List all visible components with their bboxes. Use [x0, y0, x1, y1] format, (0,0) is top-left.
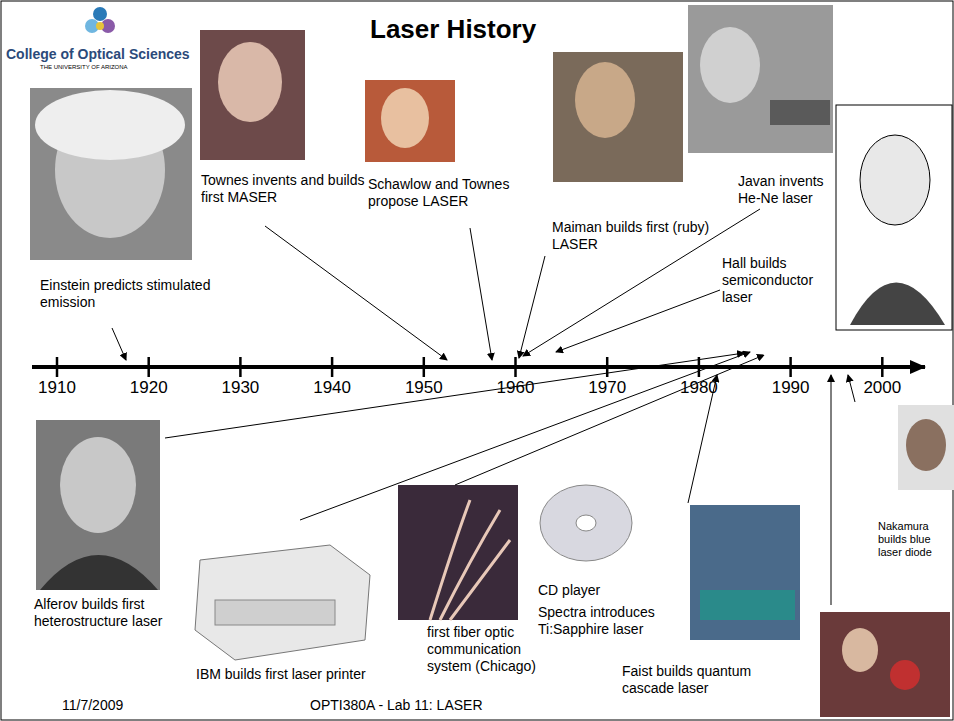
- title: Laser History: [370, 14, 536, 45]
- event-label: Hall builds semiconductor laser: [722, 255, 832, 306]
- leader-arrows: [112, 209, 855, 605]
- university-name: THE UNIVERSITY OF ARIZONA: [40, 64, 190, 71]
- event-label: Faist builds quantum cascade laser: [622, 663, 772, 697]
- year-label: 1940: [307, 378, 357, 398]
- event-label: Javan invents He-Ne laser: [738, 173, 836, 207]
- footer-text: 11/7/2009: [62, 697, 162, 714]
- year-label: 1930: [215, 378, 265, 398]
- event-label: Einstein predicts stimulated emission: [40, 277, 220, 311]
- footer-text: OPTI380A - Lab 11: LASER: [310, 697, 530, 714]
- event-label: IBM builds first laser printer: [196, 666, 376, 683]
- event-label: first fiber optic communication system (…: [427, 624, 552, 675]
- year-label: 1920: [124, 378, 174, 398]
- year-label: 1990: [766, 378, 816, 398]
- year-ticks: [57, 357, 882, 377]
- year-label: 1950: [399, 378, 449, 398]
- year-label: 2000: [857, 378, 907, 398]
- year-label: 1960: [491, 378, 541, 398]
- event-label: Maiman builds first (ruby) LASER: [552, 219, 717, 253]
- event-label: Spectra introduces Ti:Sapphire laser: [538, 604, 698, 638]
- event-label: CD player: [538, 582, 638, 599]
- event-label: Schawlow and Townes propose LASER: [368, 176, 528, 210]
- logo: [85, 7, 115, 33]
- year-label: 1980: [674, 378, 724, 398]
- event-label: Townes invents and builds first MASER: [201, 172, 371, 206]
- year-label: 1970: [582, 378, 632, 398]
- photos: [30, 5, 954, 717]
- event-label: Nakamura builds blue laser diode: [878, 520, 954, 559]
- organization-name: College of Optical Sciences: [6, 46, 206, 63]
- year-label: 1910: [32, 378, 82, 398]
- event-label: Alferov builds first heterostructure las…: [34, 596, 214, 630]
